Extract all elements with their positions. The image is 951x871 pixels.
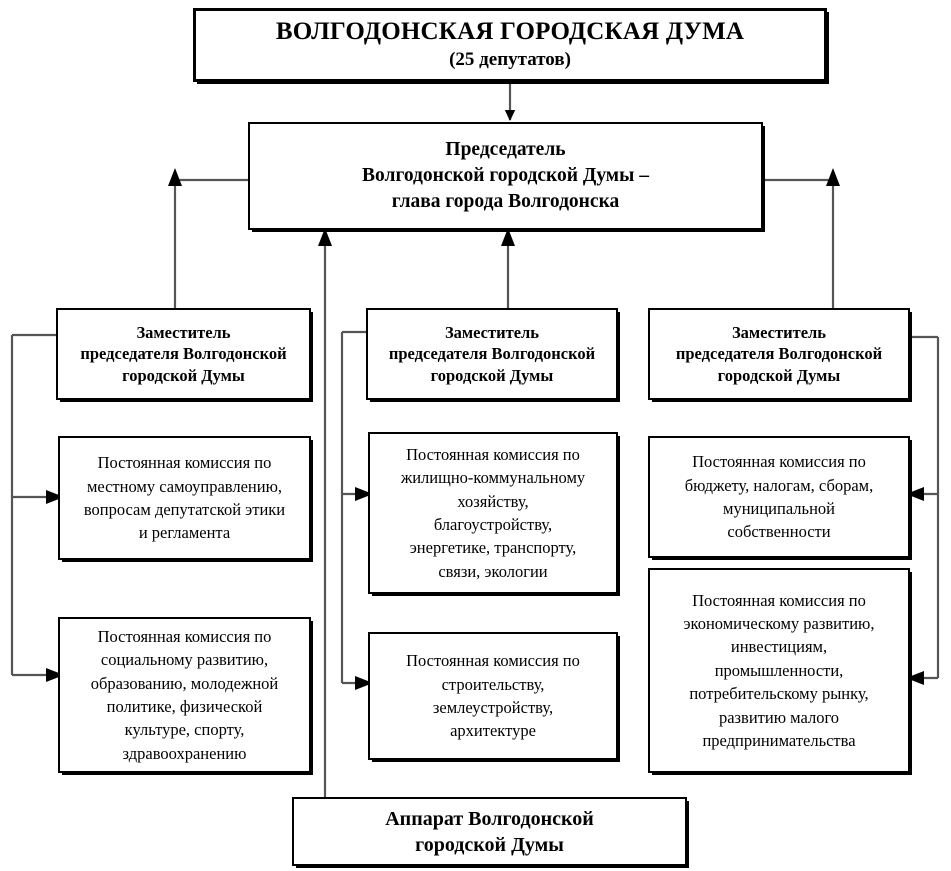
node-commission-left-1: Постоянная комиссия по местному самоупра… bbox=[58, 436, 311, 560]
node-chairman: Председатель Волгодонской городской Думы… bbox=[248, 122, 763, 230]
duma-title-line2: (25 депутатов) bbox=[449, 49, 571, 71]
node-commission-center-2: Постоянная комиссия по строительству, зе… bbox=[368, 632, 618, 760]
node-commission-left-2: Постоянная комиссия по социальному разви… bbox=[58, 617, 311, 773]
commission-center-2-label: Постоянная комиссия по строительству, зе… bbox=[406, 651, 580, 741]
node-deputy-right: Заместитель председателя Волгодонской го… bbox=[648, 308, 910, 400]
node-deputy-left: Заместитель председателя Волгодонской го… bbox=[56, 308, 311, 400]
node-commission-right-1: Постоянная комиссия по бюджету, налогам,… bbox=[648, 436, 910, 558]
duma-title-line1: ВОЛГОДОНСКАЯ ГОРОДСКАЯ ДУМА bbox=[275, 18, 745, 46]
deputy-center-label: Заместитель председателя Волгодонской го… bbox=[388, 322, 596, 385]
arrowhead-apparat bbox=[318, 228, 332, 246]
arrowhead-center-deputy bbox=[501, 228, 515, 246]
node-commission-right-2: Постоянная комиссия по экономическому ра… bbox=[648, 568, 910, 773]
commission-left-2-label: Постоянная комиссия по социальному разви… bbox=[90, 626, 279, 763]
arrowhead-right-deputy bbox=[826, 168, 840, 186]
arrowhead-left-deputy bbox=[168, 168, 182, 186]
commission-center-1-label: Постоянная комиссия по жилищно-коммуналь… bbox=[400, 444, 586, 581]
apparat-label: Аппарат Волгодонской городской Думы bbox=[385, 807, 594, 856]
node-commission-center-1: Постоянная комиссия по жилищно-коммуналь… bbox=[368, 432, 618, 594]
commission-right-2-label: Постоянная комиссия по экономическому ра… bbox=[683, 590, 875, 751]
commission-right-1-label: Постоянная комиссия по бюджету, налогам,… bbox=[684, 452, 874, 542]
node-duma-title: ВОЛГОДОНСКАЯ ГОРОДСКАЯ ДУМА (25 депутато… bbox=[193, 8, 827, 82]
chairman-label: Председатель Волгодонской городской Думы… bbox=[362, 139, 649, 212]
deputy-left-label: Заместитель председателя Волгодонской го… bbox=[80, 322, 287, 385]
node-deputy-center: Заместитель председателя Волгодонской го… bbox=[366, 308, 618, 400]
deputy-right-label: Заместитель председателя Волгодонской го… bbox=[675, 322, 883, 385]
commission-left-1-label: Постоянная комиссия по местному самоупра… bbox=[83, 453, 286, 543]
node-apparat: Аппарат Волгодонской городской Думы bbox=[292, 797, 687, 866]
